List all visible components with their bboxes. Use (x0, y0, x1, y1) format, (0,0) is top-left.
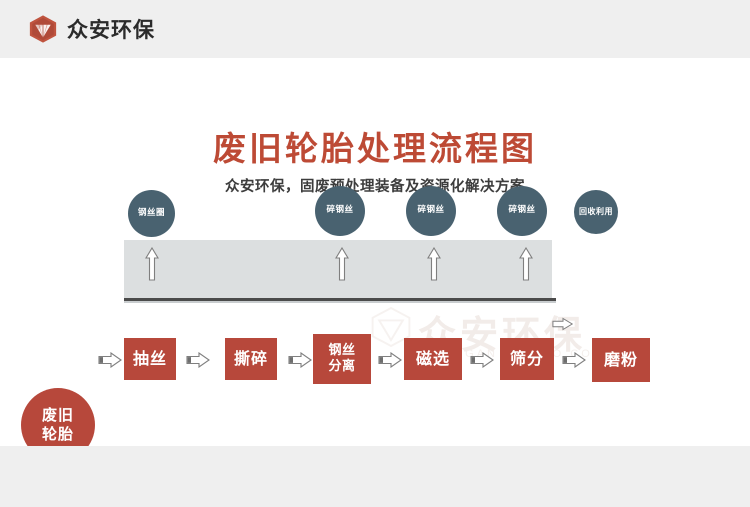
output-band (124, 240, 552, 298)
output-band-rule (124, 298, 556, 301)
up-arrow-icon-3 (426, 246, 442, 281)
flow-step-4[interactable]: 磁选 (404, 338, 462, 380)
flow-step-2[interactable]: 撕碎 (225, 338, 277, 380)
right-arrow-icon-6 (562, 351, 586, 369)
flow-step-label: 抽丝 (132, 349, 167, 369)
title-block: 废旧轮胎处理流程图 众安环保，固废预处理装备及资源化解决方案 (0, 130, 750, 196)
output-circle-1[interactable]: 钢丝圈 (128, 190, 175, 237)
flow-source-label-line1: 废旧 (41, 406, 74, 425)
right-arrow-icon-to-recycle (552, 317, 574, 331)
brand-lockup: 众安环保 (28, 14, 155, 44)
output-circle-label: 回收利用 (579, 206, 613, 216)
page-title: 废旧轮胎处理流程图 (213, 129, 537, 168)
brand-name-label: 众安环保 (67, 18, 155, 42)
right-arrow-icon-4 (378, 351, 402, 369)
flow-step-1[interactable]: 抽丝 (124, 338, 176, 380)
slide-canvas: 众安环保 ZHONGAN ENVIRO CO.,LTD 废旧轮胎处理流程图 众安… (0, 58, 750, 446)
right-arrow-icon-5 (470, 351, 494, 369)
output-circle-label: 碎钢丝 (326, 205, 354, 216)
output-circle-4[interactable]: 碎钢丝 (497, 186, 547, 236)
flow-step-label: 磁选 (415, 349, 450, 369)
right-arrow-icon-1 (98, 351, 122, 369)
right-arrow-icon-3 (288, 351, 312, 369)
output-circle-2[interactable]: 碎钢丝 (315, 186, 365, 236)
output-circle-3[interactable]: 碎钢丝 (406, 186, 456, 236)
output-band-rule-shadow (124, 301, 556, 303)
up-arrow-icon-4 (518, 246, 534, 281)
output-circle-label: 钢丝圈 (137, 207, 165, 218)
flow-step-label: 撕碎 (233, 349, 268, 369)
flow-step-6[interactable]: 磨粉 (592, 338, 650, 382)
flow-step-label: 分离 (328, 359, 356, 374)
output-circle-label: 碎钢丝 (508, 205, 536, 216)
output-circle-recycle[interactable]: 回收利用 (574, 190, 618, 234)
right-arrow-icon-2 (186, 351, 210, 369)
flow-source-waste-tire[interactable]: 废旧 轮胎 (21, 388, 95, 446)
page-subtitle: 众安环保，固废预处理装备及资源化解决方案 (225, 177, 525, 195)
flow-step-5[interactable]: 筛分 (500, 338, 554, 380)
up-arrow-icon-2 (334, 246, 350, 281)
flow-source-label-line2: 轮胎 (41, 425, 74, 443)
flow-step-3[interactable]: 钢丝分离 (313, 334, 371, 384)
zhongan-diamond-logo-icon (28, 14, 58, 44)
flow-step-label: 钢丝 (328, 343, 356, 359)
flow-step-label: 磨粉 (603, 350, 638, 370)
app-header-bar: 众安环保 (0, 0, 750, 58)
up-arrow-icon-1 (144, 246, 160, 281)
output-circle-label: 碎钢丝 (417, 205, 445, 216)
flow-step-label: 筛分 (509, 349, 544, 369)
